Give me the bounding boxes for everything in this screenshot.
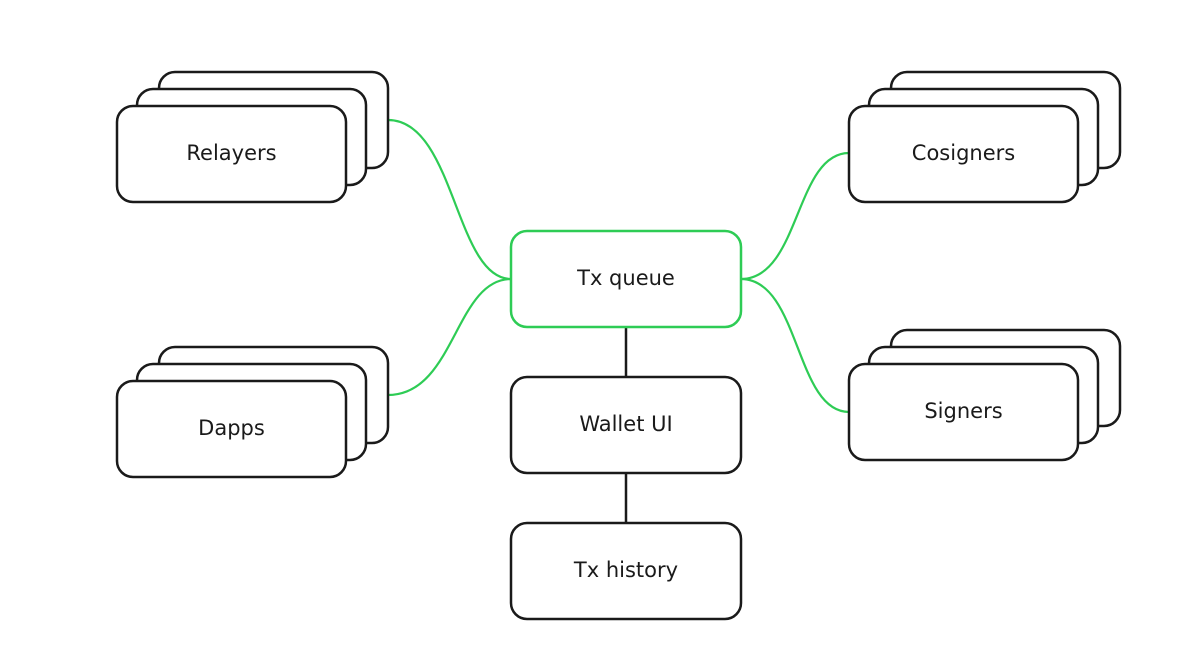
tx-history-label: Tx history [573, 558, 678, 582]
relayers-node-stack[interactable]: Relayers [115, 70, 390, 204]
connector-dapps-txqueue [387, 277, 512, 397]
wallet-ui-label: Wallet UI [579, 412, 672, 436]
relayers-label: Relayers [186, 141, 276, 165]
cosigners-stack-front [847, 104, 1080, 204]
signers-stack-front [847, 362, 1080, 462]
dapps-stack-front [115, 379, 348, 479]
tx-history-box [509, 521, 743, 621]
tx-queue-box [509, 229, 743, 329]
dapps-node-stack[interactable]: Dapps [115, 345, 390, 479]
tx-history-node[interactable]: Tx history [509, 521, 743, 621]
cosigners-label: Cosigners [912, 141, 1015, 165]
connector-relayers-txqueue [387, 118, 512, 281]
dapps-label: Dapps [198, 416, 265, 440]
signers-node-stack[interactable]: Signers [847, 328, 1122, 462]
tx-queue-label: Tx queue [576, 266, 675, 290]
relayers-stack-front [115, 104, 348, 204]
tx-queue-node[interactable]: Tx queue [509, 229, 743, 329]
wallet-ui-node[interactable]: Wallet UI [509, 375, 743, 475]
signers-label: Signers [924, 399, 1002, 423]
connectors [387, 118, 850, 523]
cosigners-node-stack[interactable]: Cosigners [847, 70, 1122, 204]
connector-txqueue-signers [740, 277, 850, 414]
connector-txqueue-cosigners [740, 151, 850, 281]
wallet-ui-box [509, 375, 743, 475]
